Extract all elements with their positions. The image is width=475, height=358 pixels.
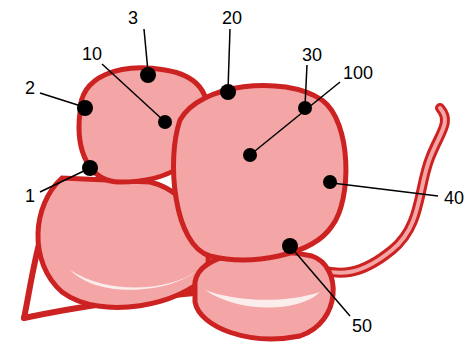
marker-dot [282, 238, 298, 254]
marker-dot [220, 84, 236, 100]
leader-line [144, 29, 148, 72]
callout-number: 100 [343, 64, 373, 82]
leader-line [305, 65, 307, 106]
leader-line [228, 29, 230, 90]
callout-number: 40 [444, 189, 464, 207]
callout-number: 1 [25, 187, 35, 205]
callout-number: 20 [222, 9, 242, 27]
marker-dot [77, 100, 93, 116]
marker-dot [140, 67, 156, 83]
leader-line [40, 93, 84, 107]
leader-line [332, 183, 438, 196]
marker-dot [243, 148, 257, 162]
callout-number: 3 [128, 9, 138, 27]
leader-line [250, 82, 340, 155]
highlight [70, 270, 195, 290]
marker-dots [77, 67, 337, 254]
leader-line [40, 169, 88, 192]
callout-number: 10 [82, 45, 102, 63]
leader-line [102, 64, 163, 120]
callout-number: 2 [25, 79, 35, 97]
marker-dot [82, 160, 98, 176]
marker-dot [298, 101, 312, 115]
highlight [205, 290, 320, 308]
lower-lobe [195, 252, 333, 339]
marker-dot [158, 115, 172, 129]
marker-dot [323, 175, 337, 189]
callout-number: 30 [302, 46, 322, 64]
callout-number: 50 [352, 317, 372, 335]
leader-lines [40, 29, 438, 316]
leader-line [290, 246, 350, 316]
ventricle [173, 85, 345, 259]
